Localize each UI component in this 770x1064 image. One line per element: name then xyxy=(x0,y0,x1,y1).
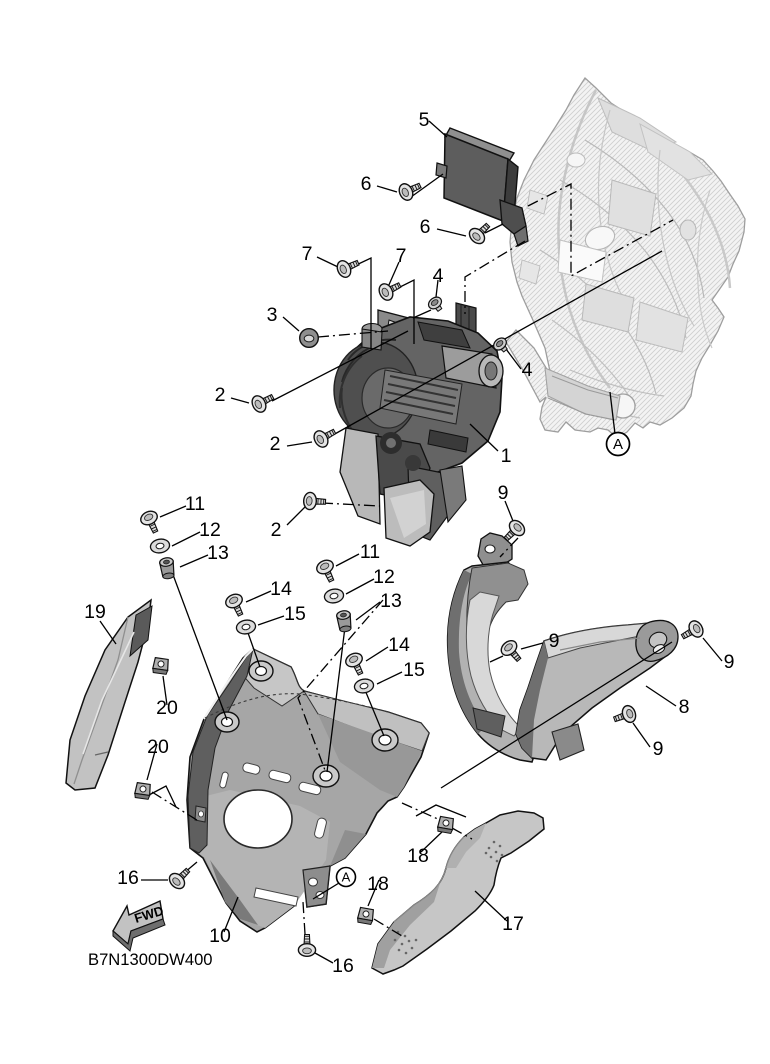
svg-text:9: 9 xyxy=(549,630,560,652)
svg-text:9: 9 xyxy=(498,482,509,504)
svg-text:20: 20 xyxy=(147,736,169,758)
svg-text:14: 14 xyxy=(270,578,292,600)
svg-text:A: A xyxy=(342,870,351,885)
svg-text:13: 13 xyxy=(207,542,229,564)
svg-text:20: 20 xyxy=(156,697,178,719)
svg-text:14: 14 xyxy=(388,634,410,656)
svg-text:1: 1 xyxy=(501,445,512,467)
svg-text:17: 17 xyxy=(502,913,524,935)
svg-text:6: 6 xyxy=(420,216,431,238)
svg-text:6: 6 xyxy=(361,173,372,195)
svg-text:9: 9 xyxy=(724,651,735,673)
svg-text:16: 16 xyxy=(117,867,139,889)
svg-text:4: 4 xyxy=(433,265,444,287)
svg-text:12: 12 xyxy=(373,566,395,588)
svg-text:15: 15 xyxy=(284,603,306,625)
svg-text:18: 18 xyxy=(367,873,389,895)
svg-text:18: 18 xyxy=(407,845,429,867)
svg-text:2: 2 xyxy=(270,433,281,455)
svg-text:15: 15 xyxy=(403,659,425,681)
svg-text:3: 3 xyxy=(267,304,278,326)
svg-text:A: A xyxy=(613,436,623,453)
svg-text:5: 5 xyxy=(419,109,430,131)
svg-text:11: 11 xyxy=(360,541,380,563)
svg-text:2: 2 xyxy=(271,519,282,541)
svg-text:10: 10 xyxy=(209,925,231,947)
svg-text:B7N1300DW400: B7N1300DW400 xyxy=(88,950,213,969)
svg-text:11: 11 xyxy=(185,493,205,515)
svg-text:19: 19 xyxy=(84,601,106,623)
svg-text:4: 4 xyxy=(522,359,533,381)
svg-text:7: 7 xyxy=(396,245,407,267)
svg-text:13: 13 xyxy=(380,590,402,612)
svg-text:16: 16 xyxy=(332,955,354,977)
svg-text:12: 12 xyxy=(199,519,221,541)
svg-text:7: 7 xyxy=(302,243,313,265)
svg-text:9: 9 xyxy=(653,738,664,760)
svg-text:2: 2 xyxy=(215,384,226,406)
svg-text:8: 8 xyxy=(679,696,690,718)
